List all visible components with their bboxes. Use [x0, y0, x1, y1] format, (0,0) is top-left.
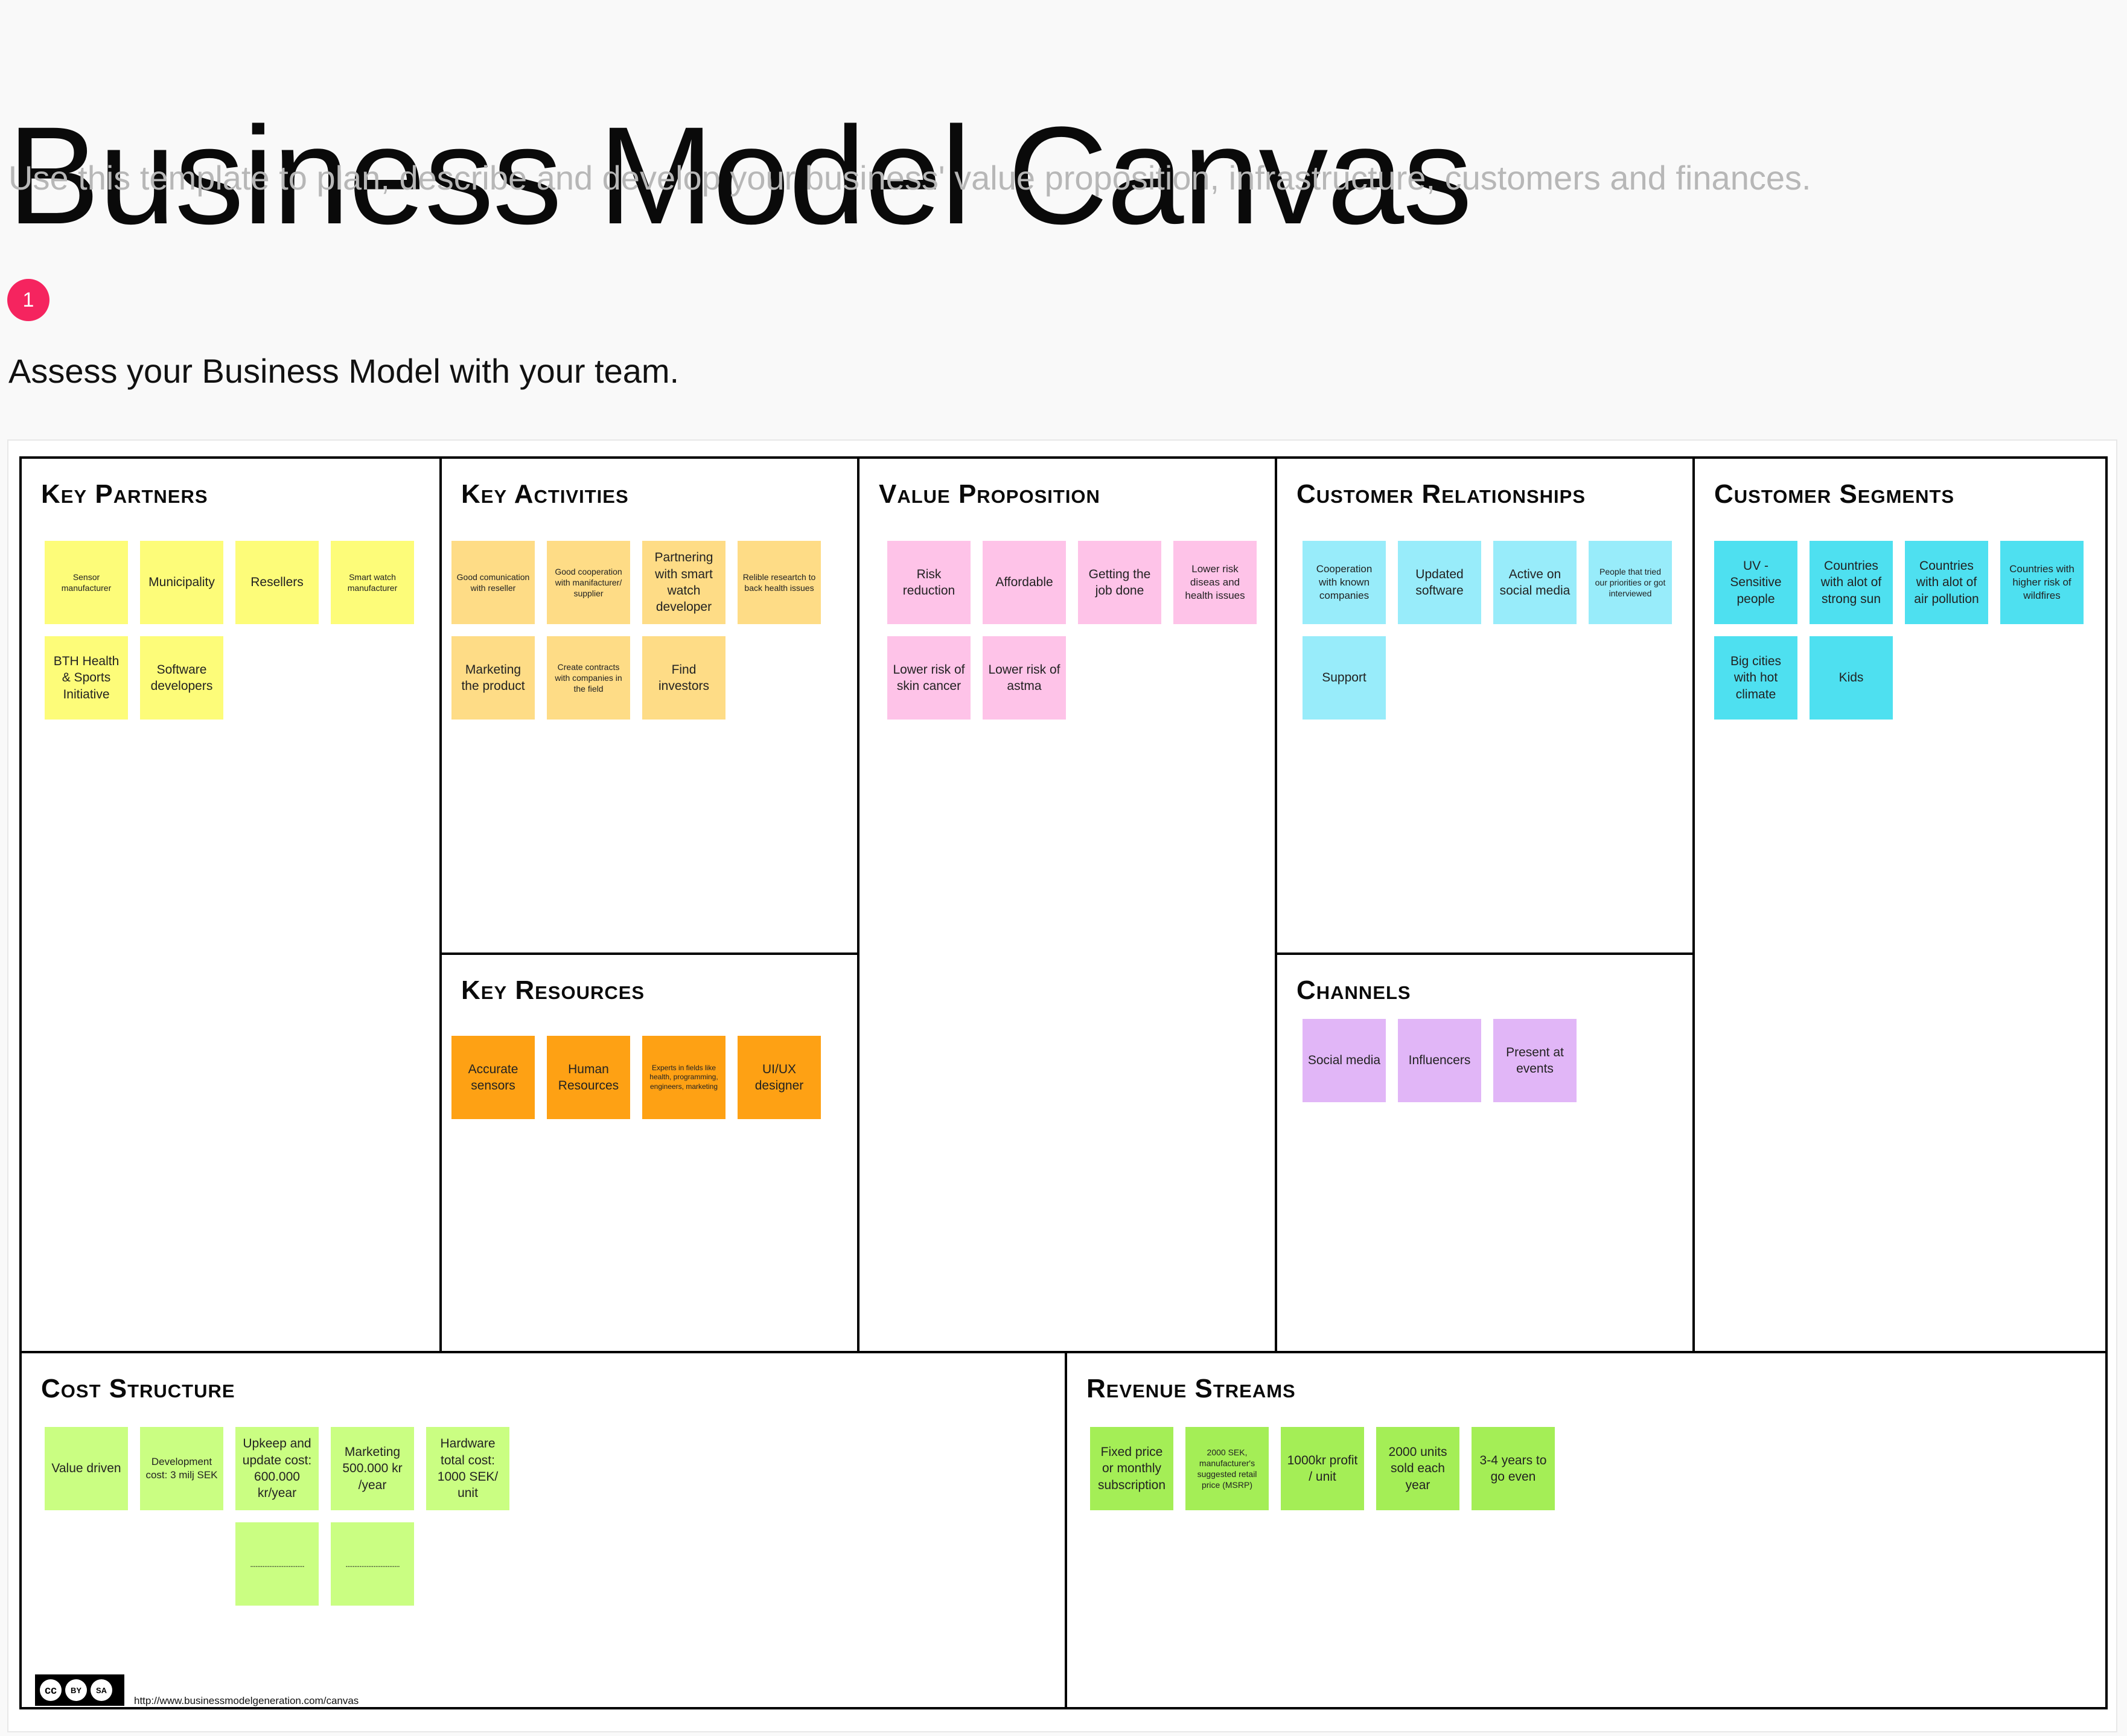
block-channels[interactable]: Channels Social media Influencers Presen… [1275, 953, 1692, 1351]
block-title-key-partners: Key Partners [41, 479, 208, 509]
sticky-note[interactable]: Upkeep and update cost: 600.000 kr/year [235, 1427, 319, 1510]
sticky-note[interactable]: Hardware total cost: 1000 SEK/ unit [426, 1427, 509, 1510]
block-title-key-activities: Key Activities [461, 479, 629, 509]
sticky-note[interactable]: Sensor manufacturer [45, 541, 128, 624]
block-key-partners[interactable]: Key Partners Sensor manufacturer Municip… [22, 459, 439, 1351]
sticky-note[interactable]: Lower risk diseas and health issues [1173, 541, 1257, 624]
sticky-note[interactable]: Experts in fields like health, programmi… [642, 1036, 725, 1119]
step-instruction: Assess your Business Model with your tea… [8, 352, 680, 390]
sticky-note[interactable]: Find investors [642, 636, 725, 720]
sticky-note[interactable]: Big cities with hot climate [1714, 636, 1797, 720]
sticky-note[interactable]: Marketing the product [451, 636, 535, 720]
sticky-note[interactable]: BTH Health & Sports Initiative [45, 636, 128, 720]
sticky-note[interactable]: Relible researtch to back health issues [738, 541, 821, 624]
sticky-note[interactable]: UV - Sensitive people [1714, 541, 1797, 624]
block-title-customer-relationships: Customer Relationships [1296, 479, 1586, 509]
business-model-canvas: Key Partners Sensor manufacturer Municip… [19, 456, 2108, 1709]
block-revenue-streams[interactable]: Revenue Streams Fixed price or monthly s… [1065, 1351, 2105, 1707]
page-title: Business Model Canvas [7, 98, 1472, 254]
sticky-note[interactable]: Present at events [1493, 1019, 1577, 1102]
sticky-note[interactable]: Good cooperation with manifacturer/ supp… [547, 541, 630, 624]
sa-icon: SA [91, 1679, 112, 1701]
sticky-note[interactable]: Resellers [235, 541, 319, 624]
sticky-note[interactable]: Support [1303, 636, 1386, 720]
sticky-note[interactable]: Development cost: 3 milj SEK [140, 1427, 223, 1510]
sticky-note[interactable]: Risk reduction [887, 541, 971, 624]
sticky-note[interactable]: Partnering with smart watch developer [642, 541, 725, 624]
block-key-activities[interactable]: Key Activities Good comunication with re… [439, 459, 857, 953]
sticky-note[interactable]: Create contracts with companies in the f… [547, 636, 630, 720]
block-title-revenue-streams: Revenue Streams [1086, 1374, 1296, 1403]
by-icon: BY [65, 1679, 87, 1701]
sticky-note[interactable]: 2000 units sold each year [1376, 1427, 1459, 1510]
sticky-note[interactable]: Lower risk of skin cancer [887, 636, 971, 720]
sticky-note[interactable]: ............................... [331, 1522, 414, 1606]
license-url[interactable]: http://www.businessmodelgeneration.com/c… [134, 1695, 359, 1706]
sticky-note[interactable]: UI/UX designer [738, 1036, 821, 1119]
sticky-note[interactable]: Getting the job done [1078, 541, 1161, 624]
sticky-note[interactable]: Countries with higher risk of wildfires [2000, 541, 2084, 624]
page-subtitle: Use this template to plan, describe and … [8, 159, 1811, 197]
block-cost-structure[interactable]: Cost Structure Value driven Development … [22, 1351, 1065, 1707]
sticky-note[interactable]: Influencers [1398, 1019, 1481, 1102]
block-title-customer-segments: Customer Segments [1714, 479, 1955, 509]
sticky-note[interactable]: Lower risk of astma [983, 636, 1066, 720]
sticky-note[interactable]: Accurate sensors [451, 1036, 535, 1119]
sticky-note[interactable]: Updated software [1398, 541, 1481, 624]
sticky-note[interactable]: People that tried our priorities or got … [1589, 541, 1672, 624]
sticky-note[interactable]: Social media [1303, 1019, 1386, 1102]
block-customer-relationships[interactable]: Customer Relationships Cooperation with … [1275, 459, 1692, 953]
sticky-note[interactable]: 2000 SEK, manufacturer's suggested retai… [1185, 1427, 1269, 1510]
sticky-note[interactable]: Kids [1810, 636, 1893, 720]
cc-license-badge: cc BY SA [35, 1674, 124, 1706]
sticky-note[interactable]: Affordable [983, 541, 1066, 624]
sticky-note[interactable]: ............................... [235, 1522, 319, 1606]
sticky-note[interactable]: Active on social media [1493, 541, 1577, 624]
step-number-badge: 1 [7, 279, 49, 321]
sticky-note[interactable]: Human Resources [547, 1036, 630, 1119]
block-title-value-proposition: Value Proposition [879, 479, 1100, 509]
cc-icon: cc [40, 1679, 62, 1701]
sticky-note[interactable]: Value driven [45, 1427, 128, 1510]
sticky-note[interactable]: Cooperation with known companies [1303, 541, 1386, 624]
block-customer-segments[interactable]: Customer Segments UV - Sensitive people … [1692, 459, 2105, 1351]
block-title-cost-structure: Cost Structure [41, 1374, 235, 1403]
block-value-proposition[interactable]: Value Proposition Risk reduction Afforda… [857, 459, 1275, 1351]
sticky-note[interactable]: Fixed price or monthly subscription [1090, 1427, 1173, 1510]
sticky-note[interactable]: 3-4 years to go even [1472, 1427, 1555, 1510]
sticky-note[interactable]: Countries with alot of air pollution [1905, 541, 1988, 624]
block-title-key-resources: Key Resources [461, 975, 645, 1005]
block-key-resources[interactable]: Key Resources Accurate sensors Human Res… [439, 953, 857, 1351]
sticky-note[interactable]: Municipality [140, 541, 223, 624]
block-title-channels: Channels [1296, 975, 1411, 1005]
sticky-note[interactable]: Marketing 500.000 kr /year [331, 1427, 414, 1510]
sticky-note[interactable]: Software developers [140, 636, 223, 720]
sticky-note[interactable]: Countries with alot of strong sun [1810, 541, 1893, 624]
sticky-note[interactable]: 1000kr profit / unit [1281, 1427, 1364, 1510]
sticky-note[interactable]: Good comunication with reseller [451, 541, 535, 624]
sticky-note[interactable]: Smart watch manufacturer [331, 541, 414, 624]
